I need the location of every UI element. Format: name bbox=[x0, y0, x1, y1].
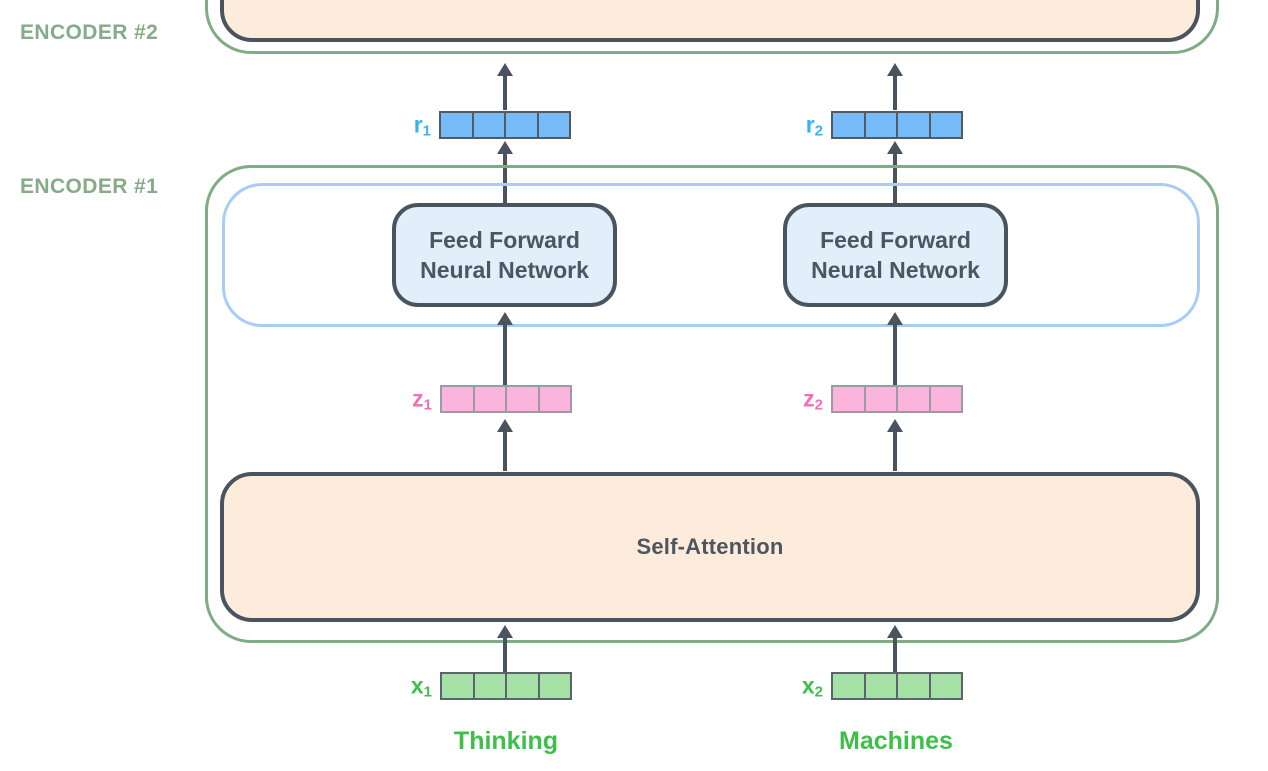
ffnn-box-2-line2: Neural Network bbox=[811, 257, 980, 283]
arrow-z2-to-ffnn2 bbox=[887, 312, 903, 385]
vector-cell bbox=[538, 113, 569, 137]
ffnn-box-1: Feed Forward Neural Network bbox=[392, 203, 617, 307]
arrow-selfattention-to-z2 bbox=[887, 419, 903, 471]
encoder-2-self-attention-box bbox=[220, 0, 1200, 42]
vector-x1-label: x1 bbox=[410, 672, 432, 701]
vector-r1-label: r1 bbox=[413, 111, 431, 140]
vector-z1-cells bbox=[440, 385, 572, 413]
arrowhead-icon bbox=[497, 625, 513, 638]
vector-cell bbox=[898, 674, 931, 698]
vector-z1-label: z1 bbox=[412, 385, 432, 414]
ffnn-box-2: Feed Forward Neural Network bbox=[783, 203, 1008, 307]
vector-cell bbox=[898, 387, 931, 411]
arrowhead-icon bbox=[887, 141, 903, 154]
arrow-r2-to-encoder2 bbox=[887, 63, 903, 110]
vector-r2: r2 bbox=[806, 111, 963, 139]
encoder-1-label: ENCODER #1 bbox=[20, 175, 159, 198]
vector-z2-cells bbox=[831, 385, 963, 413]
vector-cell bbox=[441, 113, 474, 137]
vector-cell bbox=[833, 674, 866, 698]
vector-cell bbox=[833, 113, 866, 137]
vector-r1: r1 bbox=[414, 111, 571, 139]
vector-cell bbox=[539, 674, 570, 698]
vector-cell bbox=[474, 387, 507, 411]
vector-x1-cells bbox=[440, 672, 572, 700]
vector-x2-cells bbox=[831, 672, 963, 700]
vector-cell bbox=[930, 113, 961, 137]
vector-cell bbox=[442, 674, 475, 698]
vector-cell bbox=[474, 674, 507, 698]
ffnn-box-1-line1: Feed Forward bbox=[429, 227, 580, 253]
arrow-x2-to-selfattention bbox=[887, 625, 903, 672]
self-attention-box: Self-Attention bbox=[220, 472, 1200, 622]
vector-r2-label: r2 bbox=[805, 111, 823, 140]
vector-cell bbox=[865, 674, 898, 698]
vector-x2-label: x2 bbox=[801, 672, 823, 701]
input-word-machines: Machines bbox=[839, 727, 953, 755]
arrow-ffnn1-to-r1 bbox=[497, 141, 513, 203]
vector-cell bbox=[833, 387, 866, 411]
vector-cell bbox=[473, 113, 506, 137]
vector-r2-cells bbox=[831, 111, 963, 139]
ffnn-box-1-line2: Neural Network bbox=[420, 257, 589, 283]
vector-cell bbox=[865, 387, 898, 411]
vector-x1: x1 bbox=[411, 672, 572, 700]
vector-cell bbox=[506, 113, 539, 137]
arrow-selfattention-to-z1 bbox=[497, 419, 513, 471]
vector-cell bbox=[930, 387, 961, 411]
arrowhead-icon bbox=[497, 141, 513, 154]
vector-cell bbox=[898, 113, 931, 137]
arrow-r1-to-encoder2 bbox=[497, 63, 513, 110]
encoder-1-box bbox=[205, 165, 1219, 643]
vector-cell bbox=[865, 113, 898, 137]
input-word-thinking: Thinking bbox=[453, 727, 559, 755]
encoder-2-label: ENCODER #2 bbox=[20, 21, 159, 44]
arrowhead-icon bbox=[497, 63, 513, 76]
ffnn-layer-container bbox=[222, 183, 1200, 327]
arrowhead-icon bbox=[497, 419, 513, 432]
arrow-x1-to-selfattention bbox=[497, 625, 513, 672]
vector-cell bbox=[442, 387, 475, 411]
vector-z2-label: z2 bbox=[803, 385, 823, 414]
vector-cell bbox=[507, 387, 540, 411]
vector-r1-cells bbox=[439, 111, 571, 139]
arrowhead-icon bbox=[887, 312, 903, 325]
vector-cell bbox=[507, 674, 540, 698]
arrowhead-icon bbox=[887, 625, 903, 638]
vector-cell bbox=[930, 674, 961, 698]
vector-z1: z1 bbox=[412, 385, 572, 413]
arrowhead-icon bbox=[497, 312, 513, 325]
arrowhead-icon bbox=[887, 63, 903, 76]
vector-z2: z2 bbox=[803, 385, 963, 413]
vector-cell bbox=[539, 387, 570, 411]
arrowhead-icon bbox=[887, 419, 903, 432]
arrow-ffnn2-to-r2 bbox=[887, 141, 903, 203]
vector-x2: x2 bbox=[802, 672, 963, 700]
ffnn-box-2-line1: Feed Forward bbox=[820, 227, 971, 253]
self-attention-label: Self-Attention bbox=[636, 534, 784, 559]
arrow-z1-to-ffnn1 bbox=[497, 312, 513, 385]
